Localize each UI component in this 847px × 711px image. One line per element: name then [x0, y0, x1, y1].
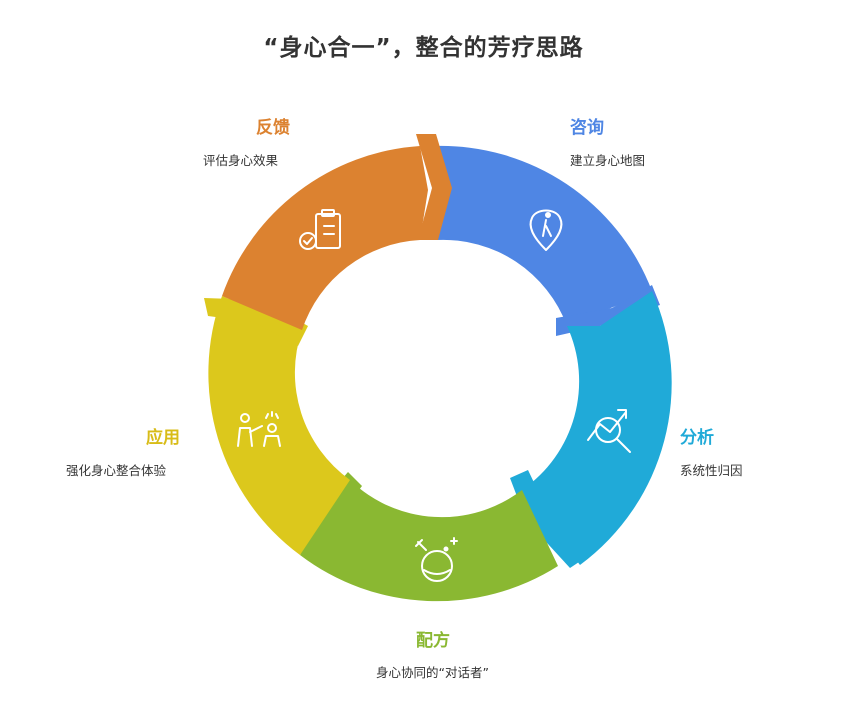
segment-consultation: [435, 145, 660, 336]
stage-desc-analysis: 系统性归因: [680, 463, 743, 478]
page-title: “身心合一”，整合的芳疗思路: [263, 35, 584, 61]
stage-title-feedback: 反馈: [256, 118, 290, 138]
stage-title-application: 应用: [146, 428, 180, 448]
segment-application: [204, 296, 350, 555]
segment-feedback: [222, 134, 452, 330]
chart-magnifier-icon: [587, 409, 631, 453]
teacher-student-icon: [237, 411, 281, 447]
stage-title-analysis: 分析: [680, 428, 714, 448]
potion-flask-icon: [415, 537, 458, 582]
location-pin-person-icon: [529, 209, 563, 251]
stage-title-formula: 配方: [416, 631, 450, 651]
stage-desc-feedback: 评估身心效果: [203, 153, 279, 168]
stage-desc-application: 强化身心整合体验: [66, 463, 167, 478]
stage-title-consultation: 咨询: [570, 118, 604, 138]
clipboard-check-icon: [299, 209, 341, 250]
stage-desc-consultation: 建立身心地图: [570, 153, 646, 168]
stage-desc-formula: 身心协同的“对话者”: [376, 665, 489, 680]
